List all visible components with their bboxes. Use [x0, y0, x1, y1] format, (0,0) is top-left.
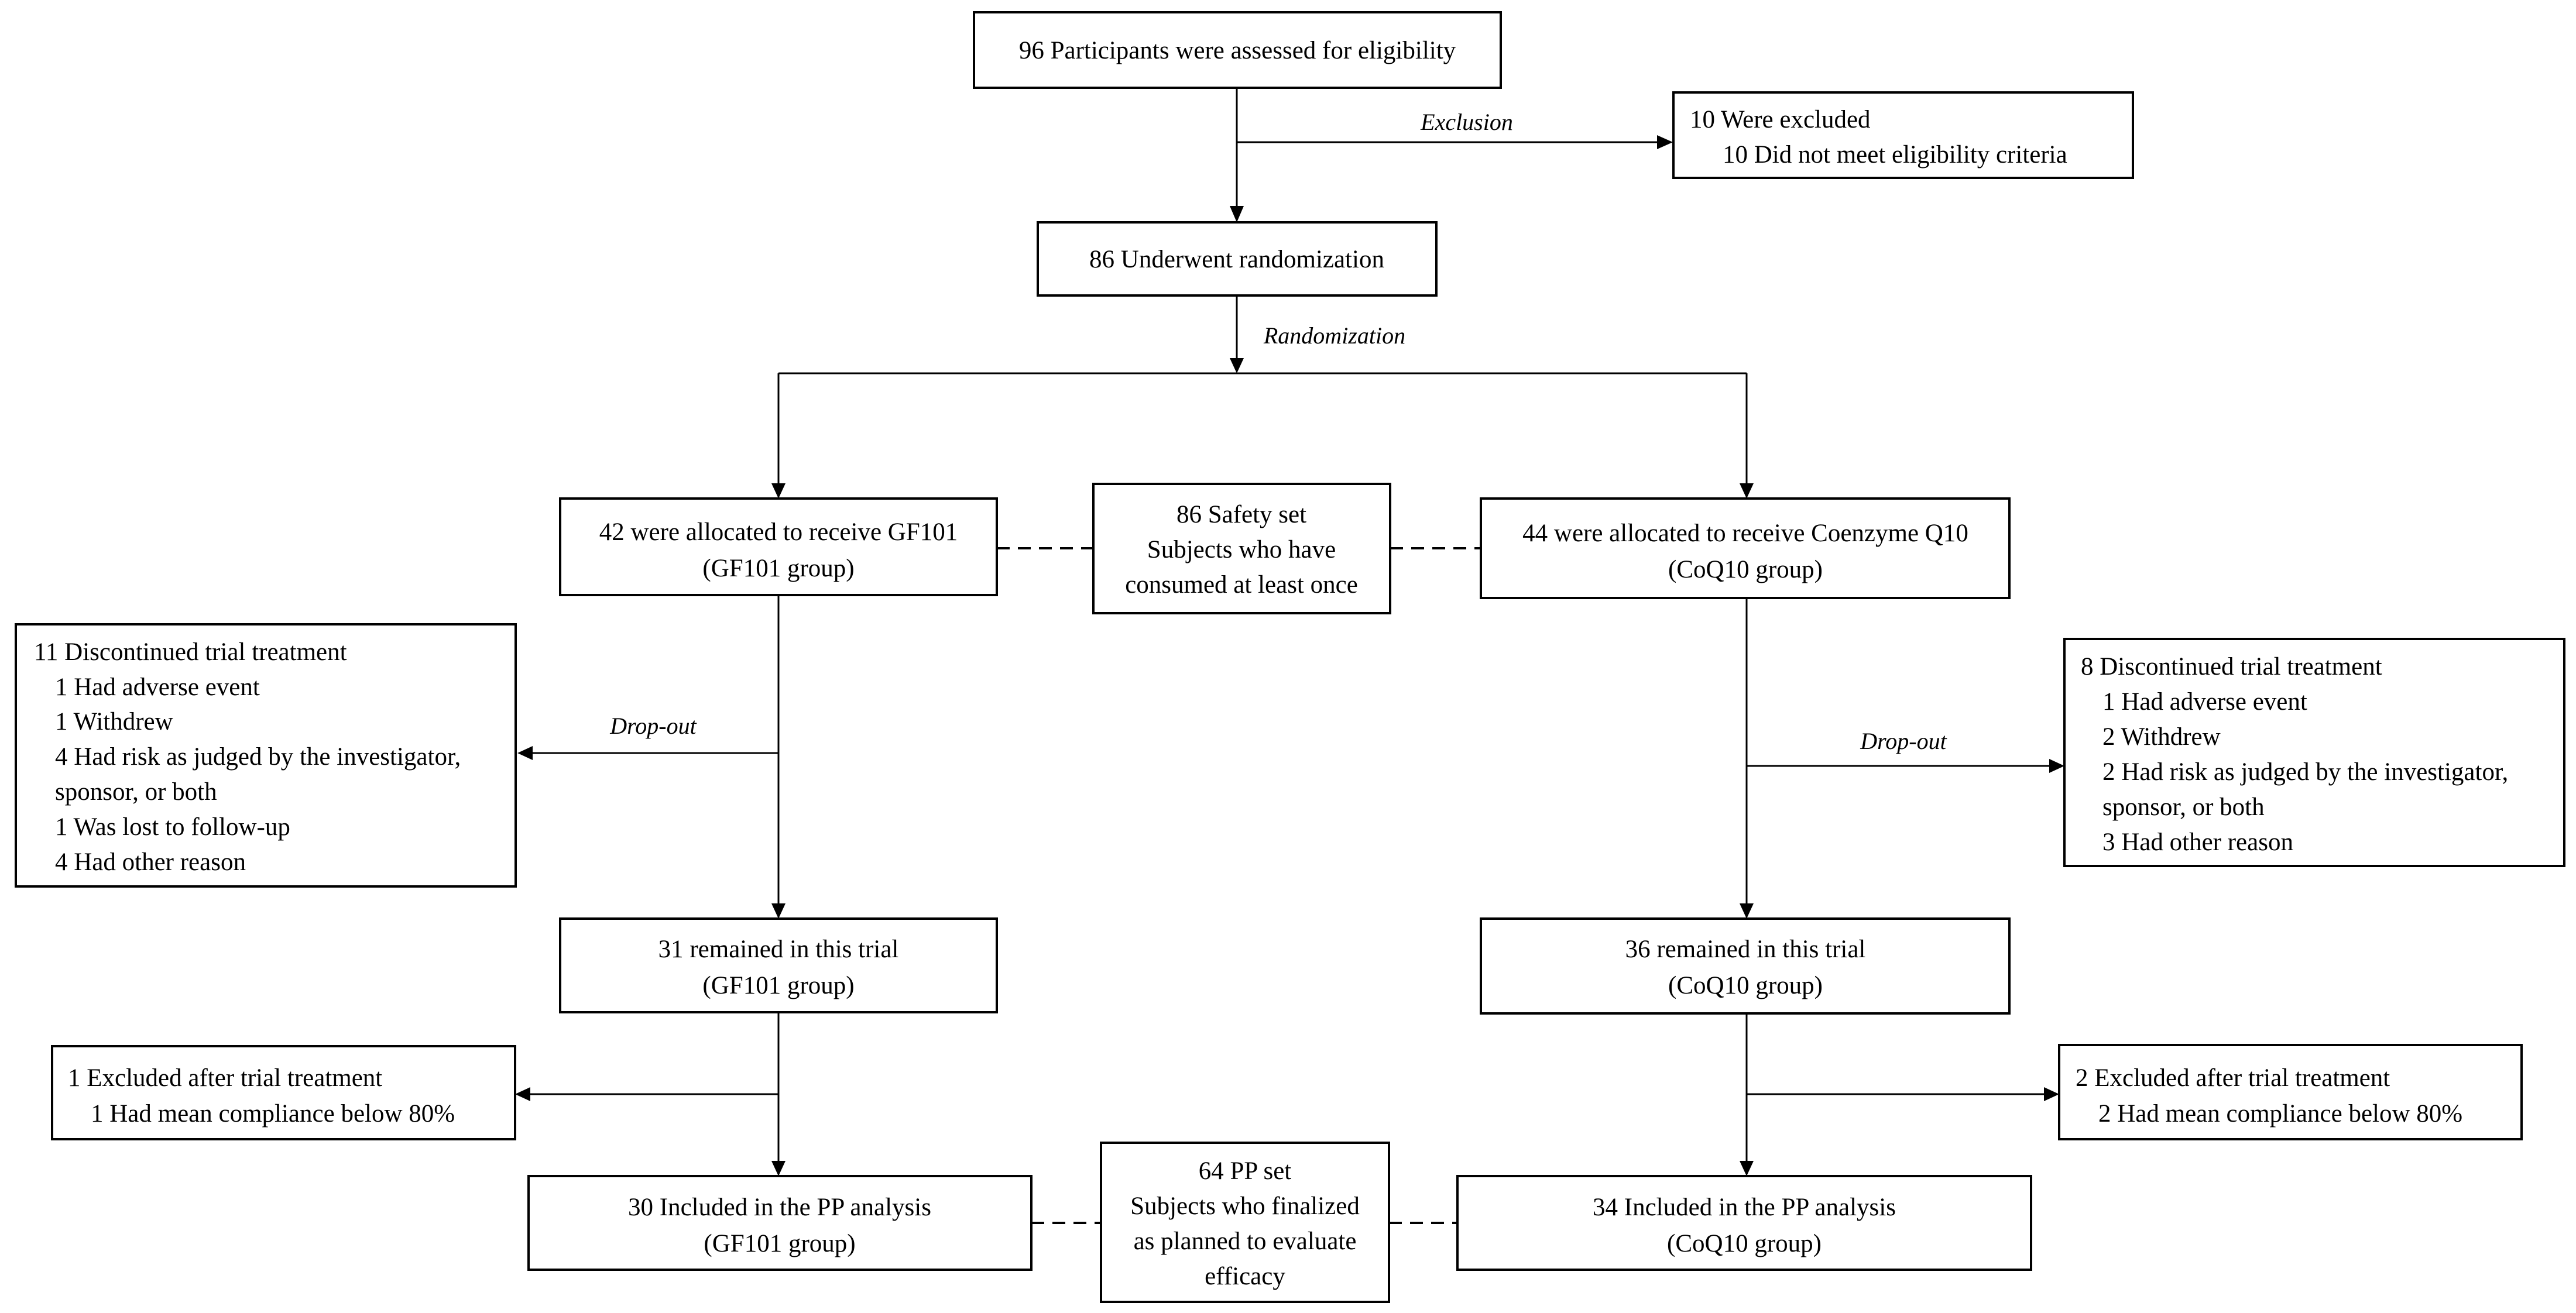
text-safety-set-2: consumed at least once [1125, 571, 1358, 599]
box-remain-coq10 [1480, 917, 2011, 1015]
box-assessed [973, 11, 1502, 89]
text-pp-gf101-1: (GF101 group) [704, 1230, 855, 1257]
arrowhead [517, 746, 533, 760]
arrowhead [771, 1161, 786, 1176]
text-disc-gf101-2: 1 Withdrew [55, 708, 173, 735]
label-exclusion: Exclusion [1420, 109, 1513, 135]
label-dropout-left: Drop-out [609, 713, 697, 739]
box-pp-coq10 [1456, 1175, 2032, 1271]
box-pp-gf101 [527, 1175, 1033, 1271]
arrowhead [1740, 1161, 1754, 1176]
text-safety-set-1: Subjects who have [1147, 536, 1336, 563]
box-excl-after-gf101 [51, 1045, 516, 1140]
text-randomized-0: 86 Underwent randomization [1089, 246, 1384, 273]
box-alloc-gf101 [559, 497, 998, 596]
text-excl-after-coq10-1: 2 Had mean compliance below 80% [2098, 1100, 2462, 1128]
text-remain-coq10-1: (CoQ10 group) [1668, 972, 1823, 999]
box-excluded [1672, 91, 2134, 179]
text-safety-set-0: 86 Safety set [1176, 501, 1306, 528]
box-randomized [1037, 221, 1438, 297]
box-excl-after-coq10 [2058, 1044, 2523, 1140]
text-alloc-gf101-1: (GF101 group) [702, 555, 854, 582]
box-remain-gf101 [559, 917, 998, 1013]
arrowhead [771, 483, 786, 499]
text-disc-coq10-0: 8 Discontinued trial treatment [2081, 653, 2382, 680]
text-pp-set-0: 64 PP set [1199, 1157, 1292, 1185]
text-disc-gf101-3: 4 Had risk as judged by the investigator… [55, 743, 461, 771]
text-excl-after-gf101-0: 1 Excluded after trial treatment [68, 1064, 382, 1092]
label-dropout-right: Drop-out [1860, 728, 1947, 754]
label-randomization: Randomization [1263, 322, 1405, 349]
arrowhead [2049, 759, 2064, 773]
box-disc-gf101 [15, 623, 517, 888]
text-pp-gf101-0: 30 Included in the PP analysis [628, 1194, 931, 1221]
arrowhead [1230, 206, 1244, 222]
text-pp-set-1: Subjects who finalized [1130, 1192, 1360, 1220]
arrowhead [515, 1087, 530, 1101]
arrowhead [1230, 358, 1244, 373]
text-disc-gf101-4: sponsor, or both [55, 778, 217, 806]
arrowhead [2044, 1087, 2059, 1101]
text-remain-coq10-0: 36 remained in this trial [1625, 936, 1866, 963]
text-remain-gf101-0: 31 remained in this trial [658, 936, 899, 963]
text-disc-coq10-5: 3 Had other reason [2102, 829, 2293, 856]
text-disc-gf101-5: 1 Was lost to follow-up [55, 813, 290, 841]
text-disc-coq10-3: 2 Had risk as judged by the investigator… [2102, 758, 2508, 786]
text-assessed-0: 96 Participants were assessed for eligib… [1019, 37, 1456, 64]
text-excluded-1: 10 Did not meet eligibility criteria [1723, 141, 2067, 169]
text-pp-set-2: as planned to evaluate [1134, 1228, 1357, 1255]
text-pp-set-3: efficacy [1205, 1263, 1285, 1290]
text-pp-coq10-0: 34 Included in the PP analysis [1593, 1194, 1896, 1221]
text-disc-gf101-1: 1 Had adverse event [55, 673, 260, 701]
text-alloc-coq10-1: (CoQ10 group) [1668, 556, 1823, 583]
arrowhead [1740, 483, 1754, 499]
text-alloc-gf101-0: 42 were allocated to receive GF101 [599, 518, 958, 546]
text-excl-after-gf101-1: 1 Had mean compliance below 80% [91, 1100, 455, 1128]
arrowhead [1657, 135, 1673, 149]
text-excluded-0: 10 Were excluded [1690, 106, 1871, 133]
text-disc-gf101-6: 4 Had other reason [55, 848, 246, 876]
text-alloc-coq10-0: 44 were allocated to receive Coenzyme Q1… [1522, 520, 1968, 547]
text-disc-coq10-2: 2 Withdrew [2102, 723, 2221, 751]
text-remain-gf101-1: (GF101 group) [702, 972, 854, 999]
text-disc-gf101-0: 11 Discontinued trial treatment [34, 638, 347, 666]
arrowhead [771, 903, 786, 919]
text-disc-coq10-1: 1 Had adverse event [2102, 688, 2307, 716]
text-disc-coq10-4: sponsor, or both [2102, 793, 2265, 821]
box-alloc-coq10 [1480, 497, 2011, 599]
text-excl-after-coq10-0: 2 Excluded after trial treatment [2076, 1064, 2390, 1092]
box-pp-set [1100, 1142, 1390, 1303]
connectors [515, 88, 2064, 1224]
arrowhead [1740, 903, 1754, 919]
box-safety-set [1092, 483, 1391, 614]
box-disc-coq10 [2063, 638, 2565, 867]
text-pp-coq10-1: (CoQ10 group) [1667, 1230, 1822, 1257]
